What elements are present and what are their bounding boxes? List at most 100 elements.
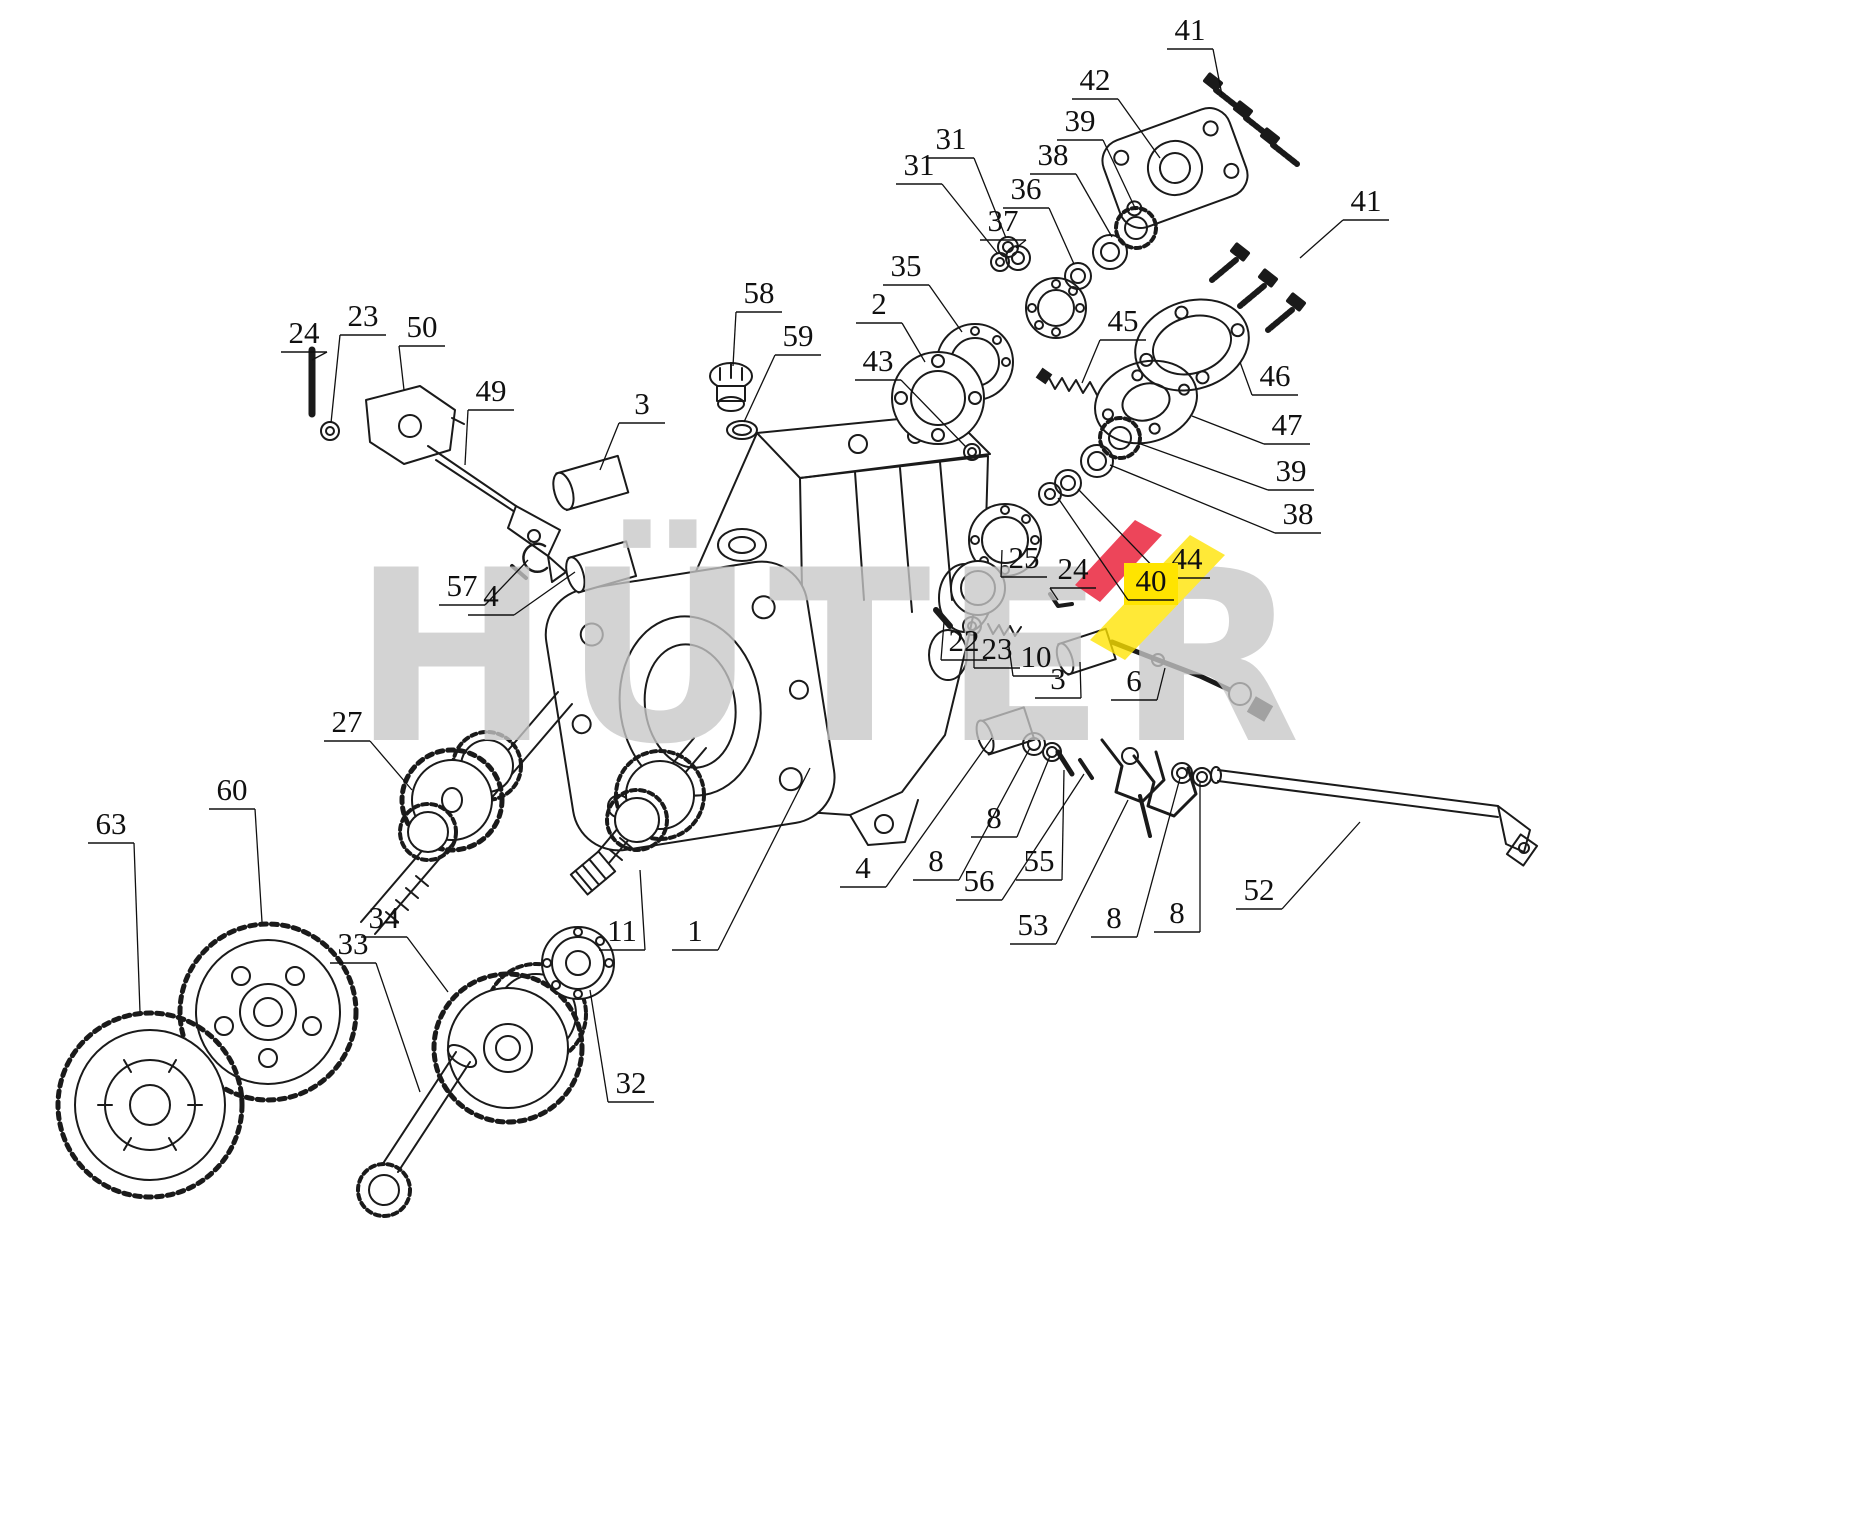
- part-label-40: 40: [1057, 497, 1178, 605]
- label-number: 8: [986, 800, 1002, 835]
- part-label-23: 23: [330, 298, 386, 424]
- part-label-27: 27: [324, 704, 413, 791]
- shift-rod: [1210, 766, 1539, 867]
- output-flange-assembly: [891, 323, 1014, 461]
- leader-line: [1156, 667, 1166, 701]
- part-label-24: 24: [1049, 551, 1096, 601]
- label-number: 8: [1106, 900, 1122, 935]
- part-label-37: 37: [980, 203, 1027, 249]
- label-number: 22: [949, 623, 980, 658]
- part-label-32: 32: [589, 989, 654, 1103]
- part-label-2: 2: [856, 286, 926, 363]
- label-number: 35: [891, 248, 922, 283]
- leader-line: [1049, 587, 1059, 601]
- part-label-4: 4: [468, 571, 576, 616]
- label-number: 23: [982, 631, 1013, 666]
- leader-line: [513, 571, 576, 616]
- label-number: 63: [96, 806, 127, 841]
- leader-line: [732, 311, 737, 367]
- label-number: 42: [1080, 62, 1111, 97]
- leader-line: [254, 808, 263, 923]
- part-label-53: 53: [1010, 799, 1129, 945]
- mainshaft-assembly: [569, 737, 707, 896]
- part-label-35: 35: [883, 248, 963, 333]
- leader-line: [1007, 639, 1014, 677]
- part-label-52: 52: [1236, 821, 1361, 910]
- bolt-icon: [1260, 127, 1300, 167]
- bolt-icon: [1237, 268, 1278, 309]
- part-label-6: 6: [1111, 663, 1166, 701]
- leader-line: [1001, 773, 1085, 901]
- part-label-41: 41: [1167, 12, 1223, 96]
- part-label-57: 57: [439, 559, 529, 606]
- leader-line: [743, 354, 776, 423]
- part-label-8: 8: [1154, 782, 1201, 933]
- leader-line: [133, 842, 141, 1013]
- leader-line: [1136, 777, 1181, 938]
- leader-line: [599, 422, 620, 471]
- leader-line: [958, 747, 1031, 881]
- label-number: 46: [1260, 358, 1291, 393]
- label-number: 27: [332, 704, 363, 739]
- label-number: 58: [744, 275, 775, 310]
- gearshift-lever: [1109, 639, 1274, 722]
- leader-line: [1016, 755, 1051, 838]
- leader-line: [484, 559, 529, 606]
- leader-line: [1137, 442, 1269, 491]
- leader-line: [1057, 497, 1129, 601]
- leader-line: [900, 379, 967, 448]
- drawing-layer: [55, 72, 1539, 1218]
- part-label-25: 25: [1000, 540, 1047, 578]
- leader-line: [375, 962, 421, 1093]
- label-number: 41: [1351, 183, 1382, 218]
- part-label-56: 56: [956, 773, 1085, 901]
- part-label-4: 4: [840, 737, 993, 888]
- part-label-31: 31: [896, 147, 999, 255]
- part-label-46: 46: [1239, 358, 1298, 396]
- leader-line: [639, 869, 646, 951]
- label-number: 53: [1018, 907, 1049, 942]
- part-label-38: 38: [1109, 464, 1321, 534]
- leader-line: [330, 334, 341, 424]
- part-label-47: 47: [1191, 407, 1310, 445]
- accent-red-shape: [1075, 520, 1162, 602]
- label-number: 32: [616, 1065, 647, 1100]
- clutch-drum: [55, 1010, 245, 1200]
- leader-line: [1079, 661, 1082, 699]
- label-number: 3: [634, 386, 650, 421]
- top-cover-assembly: [990, 72, 1306, 339]
- label-number: 4: [483, 578, 499, 613]
- part-label-38: 38: [1030, 137, 1113, 238]
- label-highlight: [1124, 563, 1178, 605]
- leader-line: [1048, 207, 1075, 265]
- leader-line: [1299, 219, 1344, 259]
- leader-line: [885, 737, 993, 888]
- part-label-50: 50: [398, 309, 445, 391]
- label-number: 11: [607, 913, 637, 948]
- label-number: 39: [1276, 453, 1307, 488]
- leader-line: [973, 157, 1007, 239]
- label-number: 41: [1175, 12, 1206, 47]
- right-bearing-group: [950, 503, 1042, 616]
- part-label-8: 8: [1091, 777, 1181, 938]
- label-number: 31: [904, 147, 935, 182]
- label-number: 59: [783, 318, 814, 353]
- label-number: 8: [1169, 895, 1185, 930]
- leader-line: [1281, 821, 1361, 910]
- part-label-8: 8: [971, 755, 1051, 838]
- part-label-63: 63: [88, 806, 141, 1013]
- fork-group: [975, 706, 1212, 838]
- leader-line: [941, 183, 999, 255]
- leader-line: [406, 936, 449, 993]
- part-label-3: 3: [599, 386, 665, 471]
- label-number: 43: [863, 343, 894, 378]
- part-label-45: 45: [1081, 303, 1146, 384]
- part-label-1: 1: [672, 767, 811, 951]
- leader-line: [1191, 415, 1265, 445]
- part-label-3: 3: [1035, 661, 1082, 699]
- label-number: 25: [1009, 540, 1040, 575]
- label-number: 60: [217, 772, 248, 807]
